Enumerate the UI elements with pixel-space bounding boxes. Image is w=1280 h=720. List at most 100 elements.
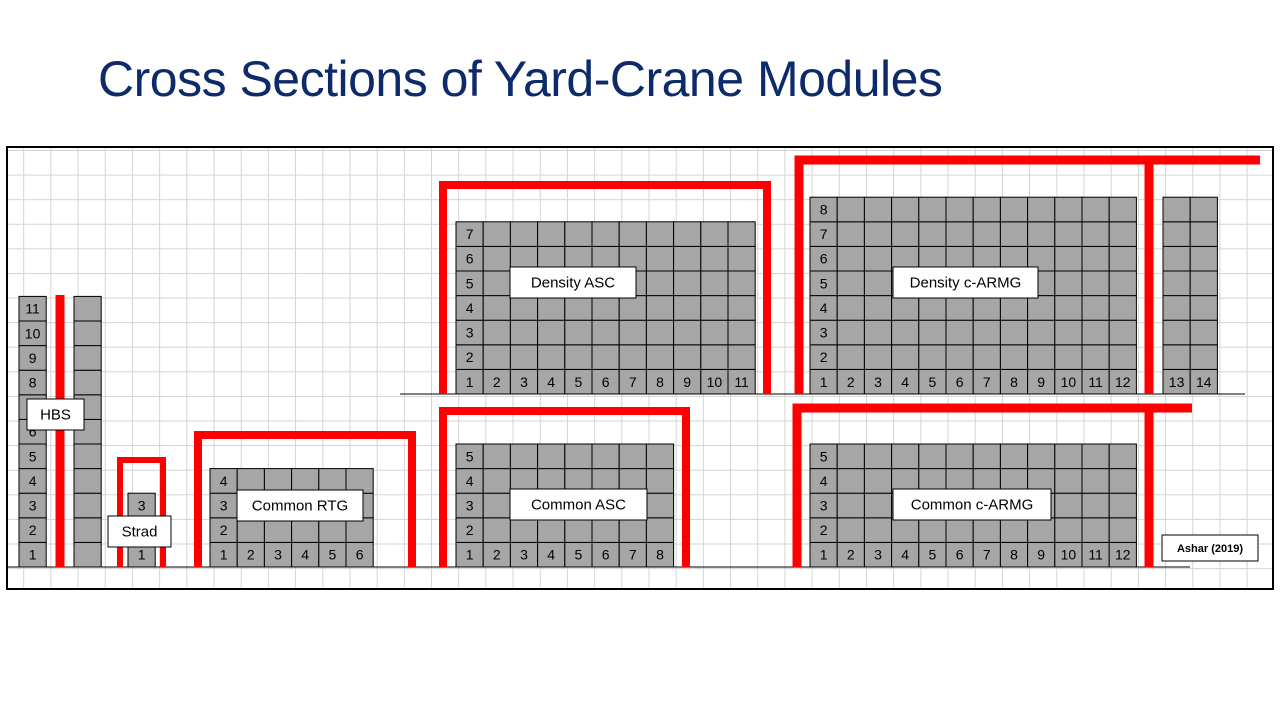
- common-carmg-row-number: 9: [1037, 547, 1045, 563]
- common-asc-row-number: 6: [602, 547, 610, 563]
- common-asc-stack-cell: [645, 541, 675, 568]
- density-carmg-stack-cell: [1081, 295, 1110, 321]
- density-carmg-stack-cell: [836, 221, 865, 247]
- common-carmg-row-number: 4: [901, 547, 909, 563]
- density-carmg-stack-cell: [891, 344, 920, 370]
- density-carmg-stack-cell: [863, 368, 893, 395]
- common-carmg-stack-cell: [863, 443, 893, 470]
- common-carmg-stack-cell: [1108, 517, 1137, 543]
- hbs-tier-number: 11: [25, 301, 40, 317]
- density-carmg-stack-cell: [918, 295, 947, 321]
- density-carmg-row-number: 1: [820, 374, 828, 390]
- density-asc-tier-number: 6: [466, 251, 474, 267]
- density-carmg-extra-stack-cell: [1189, 196, 1218, 223]
- density-asc-stack-cell: [564, 319, 593, 346]
- hbs-stack-cell: [73, 369, 102, 396]
- strad-stack-cell: [127, 492, 156, 519]
- density-carmg-row-number: 3: [874, 374, 882, 390]
- density-carmg-tier-number: 6: [820, 251, 828, 267]
- density-asc-row-number: 9: [683, 374, 691, 390]
- density-asc-row-number: 1: [466, 374, 474, 390]
- density-carmg-row-number: 4: [901, 374, 909, 390]
- common-asc-row-number: 1: [466, 547, 474, 563]
- density-asc-stack-cell: [509, 221, 539, 247]
- density-carmg-stack-cell: [918, 319, 947, 346]
- citation-text: Ashar (2019): [1177, 543, 1243, 555]
- hbs-tier-number: 3: [29, 498, 37, 514]
- hbs-tier-number: 1: [29, 547, 37, 563]
- rtg-stack-cell: [209, 541, 238, 568]
- density-carmg-stack-cell: [809, 344, 838, 370]
- common-carmg-stack-cell: [1027, 517, 1056, 543]
- rtg-label: Common RTG: [252, 498, 348, 515]
- hbs-stack-cell: [18, 295, 47, 322]
- density-carmg-stack-cell: [1108, 319, 1137, 346]
- density-carmg-stack-cell: [863, 344, 893, 370]
- density-asc-stack-cell: [618, 221, 647, 247]
- density-asc-stack-cell: [645, 344, 675, 370]
- density-asc-stack-cell: [455, 319, 484, 346]
- density-carmg-row-number: 10: [1061, 374, 1077, 390]
- common-carmg-stack-cell: [972, 517, 1001, 543]
- common-asc-label: Common ASC: [531, 497, 626, 514]
- common-asc-stack-cell: [482, 468, 511, 494]
- density-carmg-stack-cell: [999, 368, 1029, 395]
- rtg-row-number: 6: [356, 547, 364, 563]
- common-carmg-stack-cell: [972, 443, 1001, 470]
- density-carmg-stack-cell: [1027, 196, 1056, 223]
- common-carmg-stack-cell: [836, 443, 865, 470]
- common-carmg-tier-number: 5: [820, 448, 828, 464]
- density-asc-tier-number: 5: [466, 275, 474, 291]
- common-carmg-stack-cell: [1081, 443, 1110, 470]
- density-asc-row-number: 5: [575, 374, 583, 390]
- density-asc-stack-cell: [700, 221, 729, 247]
- common-carmg-row-number: 11: [1088, 547, 1103, 563]
- hbs-stack-cell: [18, 492, 47, 519]
- density-carmg-tier-number: 5: [820, 275, 828, 291]
- density-carmg-extra-stack-cell: [1162, 221, 1191, 247]
- density-carmg-row-number: 6: [956, 374, 964, 390]
- density-carmg-row-number: 12: [1115, 374, 1131, 390]
- density-asc-stack-cell: [591, 295, 620, 321]
- hbs-stack-cell: [18, 541, 47, 568]
- density-carmg-row-number: 8: [1010, 374, 1018, 390]
- common-asc-stack-cell: [537, 517, 566, 543]
- hbs-label-box: [26, 398, 85, 431]
- common-asc-row-number: 2: [493, 547, 501, 563]
- strad-crane: [117, 457, 166, 567]
- common-asc-stack-cell: [618, 443, 647, 470]
- density-asc-stack-cell: [673, 245, 702, 272]
- density-carmg-stack-cell: [972, 368, 1001, 395]
- common-asc-stack-cell: [564, 443, 593, 470]
- density-carmg-stack-cell: [918, 344, 947, 370]
- density-asc-stack-cell: [591, 344, 620, 370]
- common-asc-tier-number: 2: [466, 522, 474, 538]
- density-asc-stack-cell: [673, 295, 702, 321]
- common-asc-crane: [439, 407, 690, 567]
- common-carmg-stack-cell: [1108, 492, 1137, 519]
- common-asc-row-number: 8: [656, 547, 664, 563]
- density-carmg-stack-cell: [1054, 245, 1083, 272]
- density-asc-stack-cell: [455, 221, 484, 247]
- hbs-stack-cell: [18, 369, 47, 396]
- hbs-stack-cell: [18, 468, 47, 494]
- density-carmg-stack-cell: [809, 196, 838, 223]
- density-carmg-stack-cell: [891, 319, 920, 346]
- slide-title: Cross Sections of Yard-Crane Modules: [98, 51, 943, 107]
- density-carmg-stack-cell: [999, 221, 1029, 247]
- common-asc-stack-cell: [591, 443, 620, 470]
- density-carmg-extra-stack-cell: [1189, 319, 1218, 346]
- density-carmg-stack-cell: [1054, 221, 1083, 247]
- density-asc-stack-cell: [700, 270, 729, 297]
- density-carmg-stack-cell: [999, 295, 1029, 321]
- density-carmg-extra-stack-cell: [1162, 270, 1191, 297]
- common-asc-stack-cell: [645, 443, 675, 470]
- density-asc-stack-cell: [727, 245, 756, 272]
- density-carmg-stack-cell: [945, 196, 974, 223]
- strad-label: Strad: [122, 524, 158, 541]
- density-asc-stack-cell: [618, 295, 647, 321]
- density-asc-stack-cell: [509, 295, 539, 321]
- density-asc-stack-cell: [482, 270, 511, 297]
- density-carmg-extra-stack-cell: [1189, 344, 1218, 370]
